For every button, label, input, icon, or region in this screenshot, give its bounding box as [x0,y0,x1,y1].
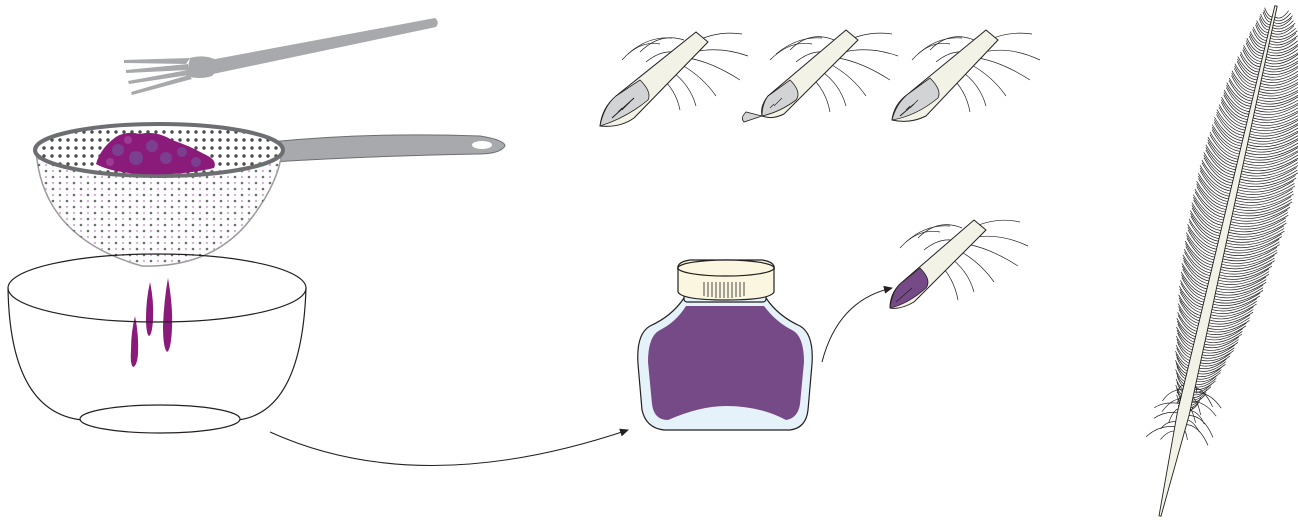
nib-cut-2-icon [742,30,898,122]
inked-nib-icon [890,220,1028,308]
feather-quill-icon [1146,6,1298,516]
ink-jar-icon [638,260,813,430]
nib-cut-3-icon [892,30,1040,121]
nib-cut-1-icon [600,32,748,126]
arrow-bowl-to-jar [270,430,628,466]
arrow-jar-to-nib [822,288,892,362]
fork-icon [124,18,438,95]
bowl-icon [8,254,306,433]
feather-shaft [1159,6,1277,516]
sieve-icon [35,124,505,266]
